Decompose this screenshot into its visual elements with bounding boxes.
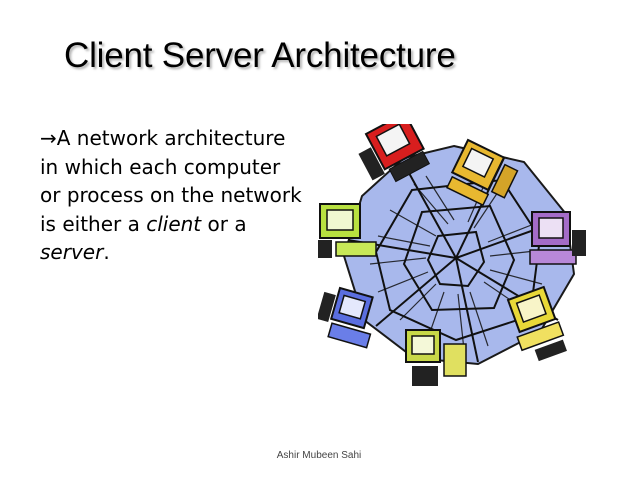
computer-yellow: [506, 285, 567, 362]
computer-green: [318, 203, 377, 258]
computer-blue: [318, 286, 374, 349]
computer-red: [358, 124, 431, 183]
bullet-text: →A network architecture in which each co…: [40, 124, 302, 267]
networked-computers-web-icon: [318, 124, 586, 386]
arrow-bullet-icon: →: [40, 126, 57, 150]
slide-title: Client Server Architecture: [64, 36, 456, 75]
term-client: client: [146, 211, 202, 236]
slide-footer: Ashir Mubeen Sahi: [276, 450, 362, 461]
bullet-text-part: A network architecture in which each com…: [40, 126, 302, 236]
bullet-text-or: or a: [201, 211, 247, 236]
computer-lime: [405, 329, 467, 386]
computer-orange: [445, 138, 519, 207]
term-server: server: [40, 240, 104, 264]
computer-purple: [529, 211, 586, 265]
bullet-text-end: .: [103, 240, 110, 264]
web-texture: [369, 175, 545, 351]
